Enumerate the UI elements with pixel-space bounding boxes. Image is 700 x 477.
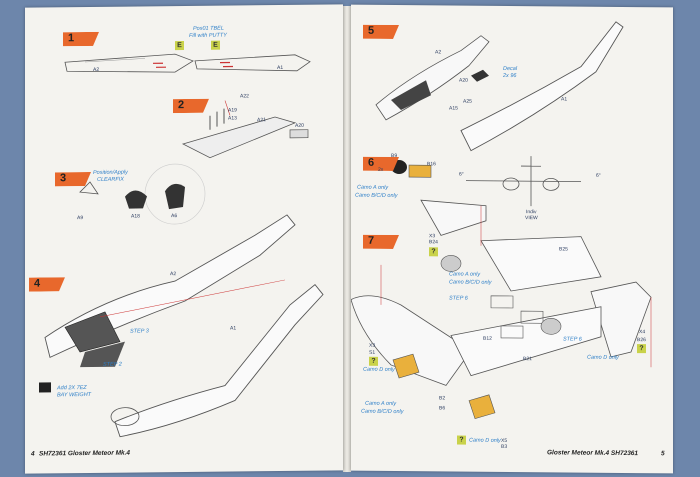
step-number: 5 bbox=[368, 24, 375, 37]
page-footer: SH72361 Gloster Meteor Mk.4 bbox=[39, 449, 131, 458]
left-page: 1 A2 A1 Pos01 TBEL Fill with PUTTY E E 2… bbox=[25, 4, 343, 474]
camo-badge: ? bbox=[457, 435, 466, 445]
part-label: A18 bbox=[131, 213, 140, 220]
book-spine bbox=[343, 6, 351, 472]
instruction-note: Pos01 TBEL bbox=[193, 25, 224, 32]
part-label: A19 bbox=[228, 107, 237, 114]
camo-note: Camo B/C/D only bbox=[449, 279, 492, 286]
instruction-note: Add 2X 7EZ bbox=[57, 385, 87, 392]
part-label: A20 bbox=[295, 122, 304, 129]
step-3-tag: 3 bbox=[55, 171, 91, 187]
instruction-note: CLEARFIX bbox=[97, 176, 124, 183]
page-footer: Gloster Meteor Mk.4 SH72361 bbox=[547, 449, 639, 458]
part-label: A21 bbox=[257, 117, 266, 124]
page-number: 5 bbox=[661, 450, 665, 458]
part-label: A1 bbox=[277, 64, 284, 72]
decal-note: Decal bbox=[503, 65, 518, 73]
instruction-note: Fill with PUTTY bbox=[189, 32, 227, 39]
part-label: S1 bbox=[369, 349, 376, 356]
camo-note: Camo A only bbox=[357, 184, 389, 191]
paint-badge: E bbox=[211, 40, 220, 50]
angle-label: 6° bbox=[596, 172, 601, 179]
camo-note: Camo D only bbox=[363, 366, 395, 373]
step-number: 7 bbox=[368, 234, 375, 247]
part-label: A9 bbox=[77, 215, 84, 222]
step-1-tag: 1 bbox=[63, 31, 99, 47]
camo-badge: ? bbox=[369, 356, 378, 366]
step-4-tag: 4 bbox=[29, 277, 65, 292]
instruction-note: Position/Apply bbox=[93, 169, 128, 176]
part-label: A2 bbox=[170, 271, 177, 278]
sub-step-reference: STEP 6 bbox=[449, 295, 468, 302]
paint-badge: E bbox=[175, 41, 184, 51]
camo-note: Camo A only bbox=[365, 400, 397, 407]
part-label: A25 bbox=[463, 98, 472, 105]
part-label: A1 bbox=[230, 325, 237, 332]
part-label: B24 bbox=[429, 239, 438, 246]
step-number: 6 bbox=[368, 156, 375, 169]
camo-note: Camo D only bbox=[587, 354, 619, 361]
decal-note: 2x 96 bbox=[503, 72, 517, 80]
step-5-tag: 5 bbox=[363, 24, 399, 39]
right-page-drawings bbox=[351, 21, 652, 420]
part-label: A13 bbox=[228, 115, 237, 122]
step-number: 4 bbox=[34, 277, 41, 290]
view-label: VIEW bbox=[525, 215, 538, 222]
camo-badge: ? bbox=[637, 344, 646, 354]
part-label: B2 bbox=[439, 395, 446, 402]
part-label: A1 bbox=[561, 96, 568, 103]
part-label: B3 bbox=[501, 443, 508, 450]
step-2-tag: 2 bbox=[173, 98, 209, 114]
part-label: A22 bbox=[240, 93, 249, 100]
part-label: X3 bbox=[369, 342, 376, 349]
part-label: A2 bbox=[93, 66, 100, 73]
page-number: 4 bbox=[31, 450, 35, 458]
part-label: A6 bbox=[171, 213, 178, 220]
camo-note: Camo A only bbox=[449, 271, 481, 278]
part-label: B21 bbox=[523, 356, 532, 363]
sub-step-reference: STEP 2 bbox=[103, 361, 122, 368]
step-7-tag: 7 bbox=[363, 234, 399, 249]
camo-note: Camo B/C/D only bbox=[355, 192, 398, 200]
part-label: B25 bbox=[559, 246, 568, 253]
sub-step-reference: STEP 6 bbox=[563, 336, 582, 343]
part-label: A20 bbox=[459, 77, 468, 84]
step-number: 2 bbox=[178, 98, 185, 112]
step-6-tag: 6 bbox=[363, 156, 399, 171]
camo-note: Camo B/C/D only bbox=[361, 408, 404, 416]
step-number: 1 bbox=[68, 32, 75, 45]
part-label: X4 bbox=[639, 329, 646, 336]
camo-note: Camo D only bbox=[469, 437, 501, 444]
step-number: 3 bbox=[60, 172, 67, 185]
part-label: B26 bbox=[637, 337, 646, 344]
part-label: B16 bbox=[427, 161, 436, 168]
angle-label: 6° bbox=[459, 171, 464, 178]
sub-step-reference: STEP 3 bbox=[130, 328, 149, 335]
part-label: 2x bbox=[378, 166, 384, 173]
camo-badge: ? bbox=[429, 247, 438, 257]
part-label: B12 bbox=[483, 335, 492, 342]
part-label: B6 bbox=[439, 405, 446, 412]
part-label: A15 bbox=[449, 105, 458, 112]
part-label: A2 bbox=[435, 49, 442, 56]
instruction-note: BAY WEIGHT bbox=[57, 391, 92, 399]
right-page: 5 A2 A20 A15 A25 A1 Decal 2x 96 6 B9 B16… bbox=[351, 4, 673, 474]
part-label: B9 bbox=[391, 152, 398, 159]
left-page-drawings bbox=[39, 53, 324, 438]
